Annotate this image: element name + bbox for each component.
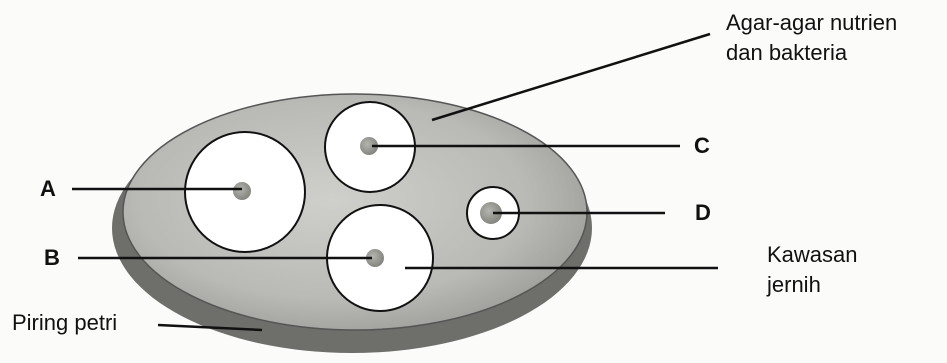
- label-clear-zone-line1: Kawasan: [767, 242, 858, 267]
- label-clear-zone-line2: jernih: [767, 272, 821, 297]
- label-zone-a: A: [40, 176, 56, 201]
- label-petri-dish: Piring petri: [12, 310, 117, 335]
- label-agar-line2: dan bakteria: [726, 40, 847, 65]
- label-zone-c: C: [694, 133, 710, 158]
- label-zone-d: D: [695, 200, 711, 225]
- label-zone-b: B: [44, 245, 60, 270]
- antibiotic-disc-a: [233, 182, 251, 200]
- label-agar-line1: Agar-agar nutrien: [726, 10, 897, 35]
- leader-line-agar: [432, 34, 710, 120]
